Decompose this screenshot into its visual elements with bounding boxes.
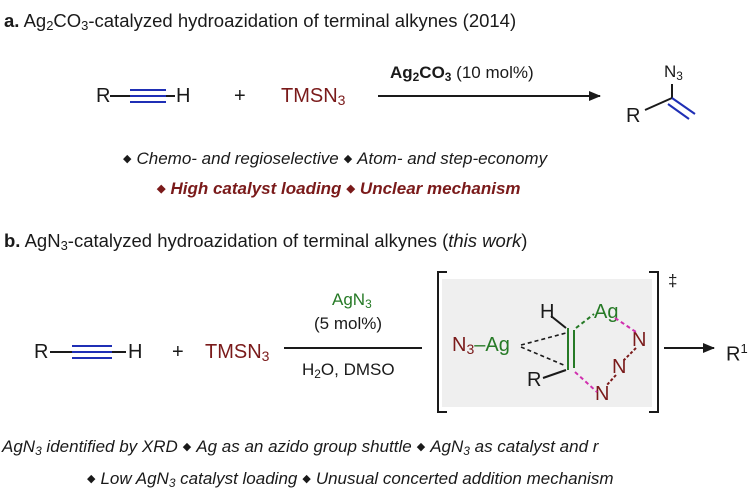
alkyne-a-r: R [96, 85, 111, 107]
ts-n-bottom: N [595, 383, 610, 405]
plus-a: + [234, 85, 246, 107]
alkyne-a-h: H [176, 85, 191, 107]
section-b-bullets-1: AgN3 identified by XRD◆Ag as an azido gr… [2, 437, 599, 458]
alkyne-a-bonds [110, 89, 175, 103]
alkyne-b-r: R [34, 341, 49, 363]
tmsn3-a: TMSN3 [281, 85, 346, 108]
ts-n-mid: N [612, 356, 627, 378]
section-a-bullets-1: ◆Chemo- and regioselective◆Atom- and ste… [123, 149, 548, 168]
product-a-bonds [644, 84, 696, 120]
loading-b: (5 mol%) [314, 314, 383, 333]
section-b-title: b. AgN3-catalyzed hydroazidation of term… [4, 230, 528, 253]
alkyne-b-bonds [50, 345, 126, 359]
solvent-b: H2O, DMSO [302, 360, 395, 381]
product-a-n3: N3 [664, 62, 683, 83]
transition-state-box [442, 279, 652, 407]
ts-ag: Ag [594, 301, 619, 323]
alkyne-b-h: H [128, 341, 143, 363]
tmsn3-b: TMSN3 [205, 341, 270, 364]
ts-r: R [527, 369, 542, 391]
ts-n3-label: N3–Ag [452, 334, 510, 357]
catalyst-a: Ag2CO3 (10 mol%) [390, 63, 534, 84]
product-a-r: R [626, 105, 641, 127]
catalyst-b: AgN3 [332, 290, 372, 311]
product-b-partial: R1 [726, 341, 748, 366]
section-b-bullets-2: ◆Low AgN3 catalyst loading◆Unusual conce… [87, 469, 614, 490]
ts-bonds [520, 313, 637, 393]
section-a-bullets-2: ◆High catalyst loading◆Unclear mechanism [157, 179, 521, 198]
plus-b: + [172, 341, 184, 363]
section-a-title: a. Ag2CO3-catalyzed hydroazidation of te… [4, 10, 517, 33]
ts-n-top: N [632, 329, 647, 351]
ts-dagger: ‡ [668, 271, 678, 290]
ts-brackets [437, 271, 659, 413]
